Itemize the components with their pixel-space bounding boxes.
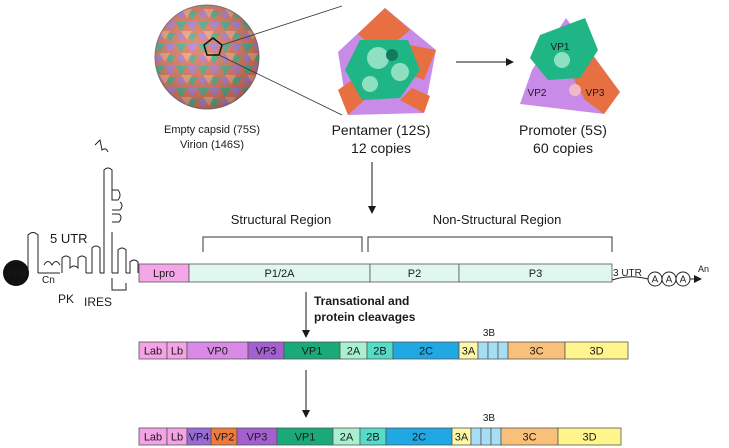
utr3-label: 3 UTR	[613, 268, 642, 279]
promoter-copies: 60 copies	[533, 140, 593, 156]
pentamer-shape	[338, 8, 436, 115]
row1-label-3a: 3A	[462, 346, 476, 358]
nonstructural-region-bracket	[367, 236, 613, 252]
promoter-vp2-label: VP2	[528, 88, 547, 99]
row1-segment-3b-sub-11	[497, 341, 509, 360]
genome-label-p1-2a: P1/2A	[265, 268, 296, 280]
cleavage-label-1: Transational and	[314, 294, 409, 308]
genome-label-p3: P3	[529, 268, 542, 280]
capsid-sphere	[154, 4, 260, 110]
promoter-shape	[520, 18, 620, 114]
row1-segment-3b-sub-10	[487, 341, 499, 360]
row2-label-vp4: VP4	[189, 432, 210, 444]
row2-label-3c: 3C	[522, 432, 536, 444]
genome-bar: Lpro P1/2A P2 P3	[138, 263, 613, 283]
row1-label-lb: Lb	[171, 346, 183, 358]
row1-label-vp1: VP1	[302, 346, 323, 358]
promoter-vp3-label: VP3	[586, 88, 605, 99]
row1-3b-label: 3B	[483, 328, 496, 339]
row2-segment-3b-sub-10	[470, 427, 482, 446]
row2-label-vp2: VP2	[214, 432, 235, 444]
row1-label-2c: 2C	[419, 346, 433, 358]
row2-segment-3b-sub-11	[480, 427, 492, 446]
capsid-label-1: Empty capsid (75S)	[164, 124, 260, 136]
utr5-structure	[27, 138, 139, 291]
pentamer-copies: 12 copies	[351, 140, 411, 156]
row1-label-2a: 2A	[347, 346, 361, 358]
row1-segment-3b-sub-9	[477, 341, 489, 360]
row2-segment-3b-sub-12	[490, 427, 502, 446]
genome-label-p2: P2	[408, 268, 421, 280]
zoom-line-bottom	[218, 54, 343, 116]
pk-label: PK	[58, 292, 74, 306]
row1-segment-3d	[564, 341, 629, 360]
a-n-label: An	[698, 264, 709, 274]
row2-3b-label: 3B	[483, 413, 496, 424]
poly-a-2: A	[666, 275, 673, 286]
row1-label-vp0: VP0	[207, 346, 228, 358]
promoter-title: Promoter (5S)	[519, 122, 607, 138]
cleavage-label-2: protein cleavages	[314, 310, 416, 324]
row2-label-3d: 3D	[582, 432, 596, 444]
row2-label-lb: Lb	[171, 432, 183, 444]
structural-region-bracket	[202, 236, 363, 252]
row2-label-3a: 3A	[455, 432, 469, 444]
capsid-label-2: Virion (146S)	[180, 139, 244, 151]
nonstructural-region-label: Non-Structural Region	[433, 212, 562, 227]
structural-region-label: Structural Region	[231, 212, 331, 227]
polyprotein-row-1: Lab Lb VP0 VP3 VP1 2A 2B 2C 3A 3C 3D	[138, 341, 629, 360]
genome-label-lpro: Lpro	[153, 268, 175, 280]
vpg-circle	[3, 260, 29, 286]
row2-label-2a: 2A	[340, 432, 354, 444]
row1-label-2b: 2B	[373, 346, 386, 358]
ires-label: IRES	[84, 295, 112, 309]
poly-a-1: A	[652, 275, 659, 286]
polyprotein-row-2: Lab Lb VP4 VP2 VP3 VP1 2A 2B 2C 3A 3C 3D	[138, 427, 622, 446]
row2-label-vp3: VP3	[247, 432, 268, 444]
row1-label-vp3: VP3	[256, 346, 277, 358]
poly-a-3: A	[680, 275, 687, 286]
pentamer-title: Pentamer (12S)	[332, 122, 431, 138]
promoter-vp1-label: VP1	[551, 42, 570, 53]
row1-label-3c: 3C	[529, 346, 543, 358]
utr5-label: 5 UTR	[50, 231, 88, 246]
row2-segment-3d	[557, 427, 622, 446]
row2-label-vp1: VP1	[295, 432, 316, 444]
row1-label-3d: 3D	[589, 346, 603, 358]
vpg-label: VPg	[7, 269, 26, 280]
pentamer-outline-on-capsid	[203, 37, 223, 56]
genome-segment-p3	[458, 263, 613, 283]
row2-label-lab: Lab	[144, 432, 162, 444]
cn-label: Cn	[42, 275, 55, 286]
row1-label-lab: Lab	[144, 346, 162, 358]
poly-a-tail: A A A	[647, 271, 691, 287]
row2-label-2c: 2C	[412, 432, 426, 444]
row2-label-2b: 2B	[366, 432, 379, 444]
zoom-line-top	[221, 5, 343, 46]
